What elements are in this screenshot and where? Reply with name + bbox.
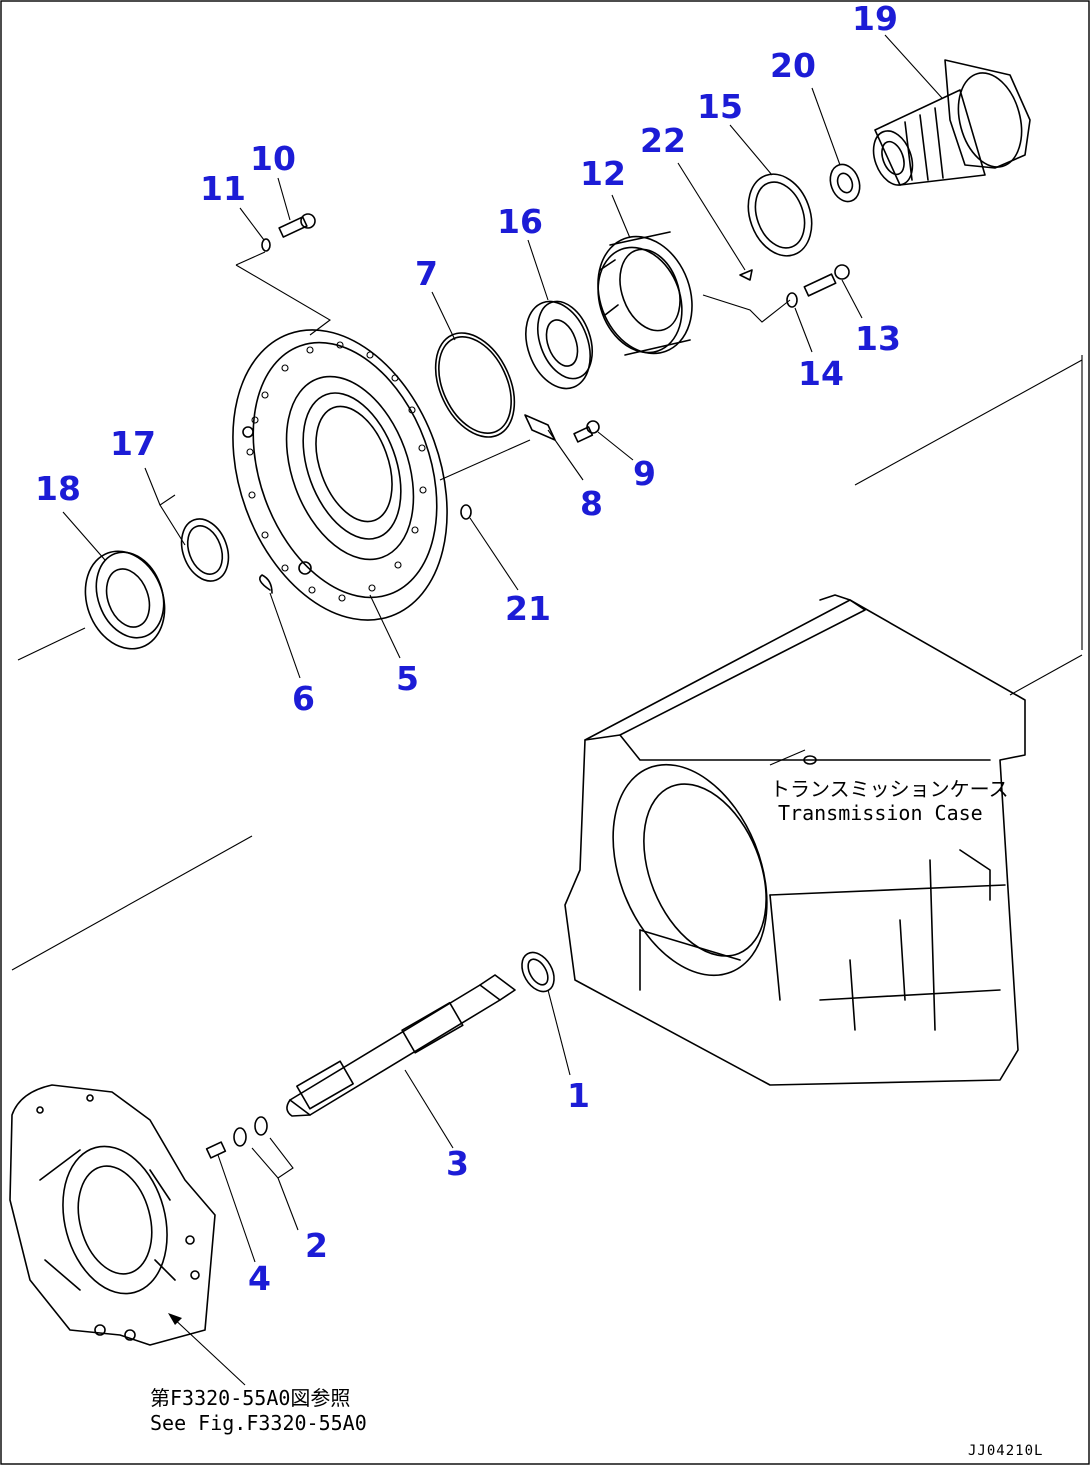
part-7-o-ring bbox=[434, 332, 516, 438]
transmission-case-label-en: Transmission Case bbox=[778, 801, 983, 825]
callout-16: 16 bbox=[497, 202, 543, 241]
part-3-shaft bbox=[286, 974, 516, 1117]
callout-20: 20 bbox=[770, 46, 816, 85]
callout-9: 9 bbox=[633, 454, 656, 493]
part-4-pin bbox=[205, 1141, 227, 1159]
callout-8: 8 bbox=[580, 484, 603, 523]
transmission-case-label-jp: トランスミッションケース bbox=[770, 777, 1009, 801]
part-6-snap-ring bbox=[259, 574, 273, 594]
callout-7: 7 bbox=[415, 254, 438, 293]
leader-lines bbox=[62, 34, 943, 1263]
transmission-case-note: トランスミッションケース Transmission Case bbox=[770, 777, 1009, 825]
reference-note: 第F3320-55A0図参照 See Fig.F3320-55A0 bbox=[150, 1386, 367, 1435]
callout-10: 10 bbox=[250, 139, 296, 178]
part-12-cage bbox=[597, 231, 693, 356]
callout-numbers: 1 2 3 4 5 6 7 8 9 10 11 12 13 14 15 16 1… bbox=[35, 0, 901, 1298]
callout-12: 12 bbox=[580, 154, 626, 193]
callout-15: 15 bbox=[697, 87, 743, 126]
part-19-coupling bbox=[872, 59, 1031, 186]
part-2-rings bbox=[233, 1116, 294, 1179]
part-16-bearing bbox=[525, 300, 593, 390]
callout-13: 13 bbox=[855, 319, 901, 358]
callout-21: 21 bbox=[505, 589, 551, 628]
transmission-case bbox=[564, 594, 1026, 1086]
callout-4: 4 bbox=[248, 1259, 271, 1298]
drawing-code: JJ04210L bbox=[968, 1443, 1043, 1459]
part-5-flange bbox=[232, 329, 448, 621]
part-17-bushing bbox=[159, 494, 230, 582]
callout-1: 1 bbox=[567, 1076, 590, 1115]
flange-bolt-holes bbox=[246, 341, 427, 602]
callout-6: 6 bbox=[292, 679, 315, 718]
part-8-plate bbox=[524, 414, 556, 441]
callout-17: 17 bbox=[110, 424, 156, 463]
part-11-washer bbox=[261, 238, 271, 252]
callout-3: 3 bbox=[446, 1144, 469, 1183]
callout-22: 22 bbox=[640, 121, 686, 160]
callout-19: 19 bbox=[852, 0, 898, 38]
part-10-bolt bbox=[278, 213, 316, 238]
reference-note-jp: 第F3320-55A0図参照 bbox=[150, 1386, 350, 1410]
part-14-washer bbox=[786, 292, 798, 308]
reference-note-en: See Fig.F3320-55A0 bbox=[150, 1411, 367, 1435]
part-20-nut bbox=[829, 163, 861, 203]
part-13-bolt bbox=[803, 264, 850, 297]
callout-11: 11 bbox=[200, 169, 246, 208]
callout-2: 2 bbox=[305, 1226, 328, 1265]
part-18-bearing bbox=[84, 550, 166, 650]
part-9-bolt bbox=[573, 420, 600, 443]
callout-5: 5 bbox=[396, 659, 419, 698]
part-15-seal bbox=[747, 173, 813, 257]
lower-cover bbox=[9, 1084, 216, 1346]
callout-14: 14 bbox=[798, 354, 844, 393]
callout-18: 18 bbox=[35, 469, 81, 508]
part-21-plug bbox=[460, 504, 472, 520]
center-lines bbox=[11, 355, 1083, 971]
part-22-key bbox=[739, 269, 753, 281]
part-1-ring bbox=[521, 951, 555, 993]
